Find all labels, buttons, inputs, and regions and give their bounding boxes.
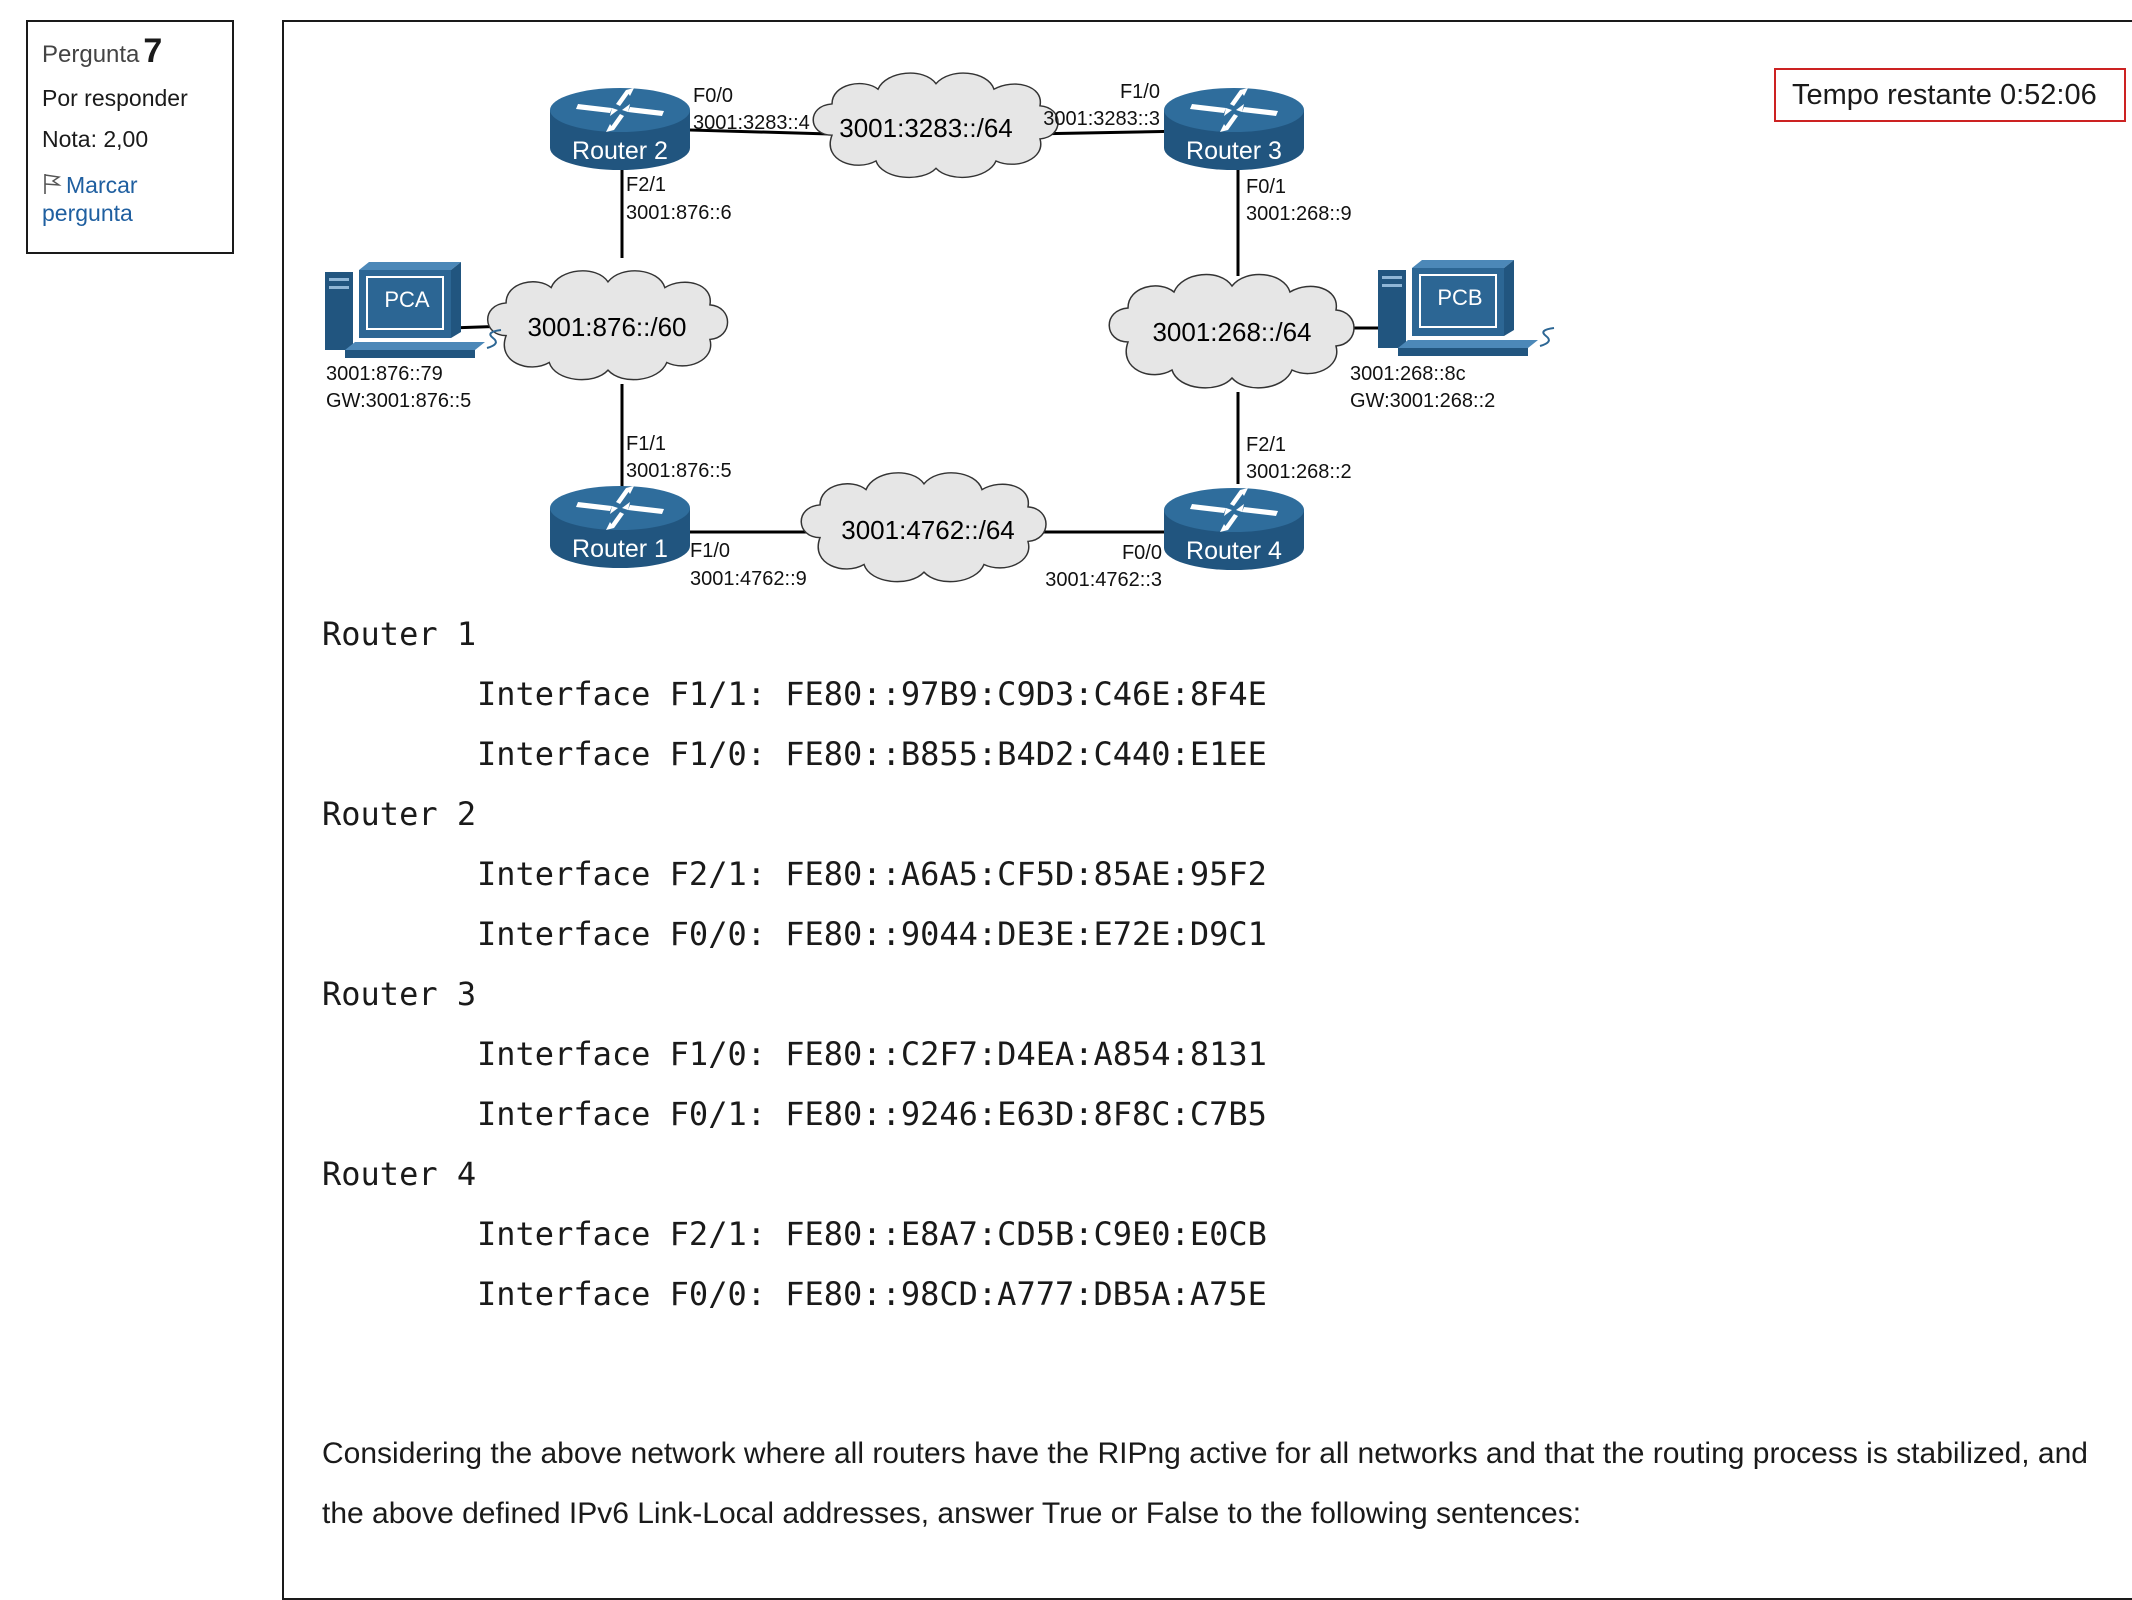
- cloud-network-top-label: 3001:3283::/64: [839, 113, 1013, 143]
- r4-f00-ip: 3001:4762::3: [1045, 569, 1162, 591]
- r4-f21-name: F2/1: [1246, 434, 1286, 456]
- router-4-interface-1: Interface F2/1: FE80::E8A7:CD5B:C9E0:E0C…: [477, 1215, 1267, 1253]
- r1-f10-name: F1/0: [690, 540, 730, 562]
- flag-icon: [44, 174, 62, 194]
- router-3-interface-1: Interface F1/0: FE80::C2F7:D4EA:A854:813…: [477, 1035, 1267, 1073]
- r2-f00-ip: 3001:3283::4: [693, 112, 810, 134]
- r4-f21-ip: 3001:268::2: [1246, 461, 1352, 483]
- r3-f10-ip: 3001:3283::3: [1043, 108, 1160, 130]
- r4-f00-name: F0/0: [1122, 542, 1162, 564]
- pcb-ip: 3001:268::8c: [1350, 363, 1466, 385]
- router-3-interface-2: Interface F0/1: FE80::9246:E63D:8F8C:C7B…: [477, 1095, 1267, 1133]
- r2-f21-name: F2/1: [626, 174, 666, 196]
- router-1-label: Router 1: [572, 535, 668, 563]
- flag-question-link[interactable]: Marcar pergunta: [42, 171, 218, 227]
- question-grade: Nota: 2,00: [42, 126, 149, 152]
- r2-f00-name: F0/0: [693, 85, 733, 107]
- router-2-label: Router 2: [572, 137, 668, 165]
- question-label: Pergunta: [42, 41, 140, 68]
- router-1-interface-1: Interface F1/1: FE80::97B9:C9D3:C46E:8F4…: [477, 675, 1267, 713]
- pcb-label: PCB: [1437, 285, 1482, 310]
- router-4-heading: Router 4: [322, 1155, 477, 1193]
- r1-f11-name: F1/1: [626, 433, 666, 455]
- question-status: Por responder: [42, 85, 188, 111]
- r1-f11-ip: 3001:876::5: [626, 460, 732, 482]
- router-4-interface-2: Interface F0/0: FE80::98CD:A777:DB5A:A75…: [477, 1275, 1267, 1313]
- router-1-heading: Router 1: [322, 615, 477, 653]
- router-2-heading: Router 2: [322, 795, 477, 833]
- time-remaining: Tempo restante 0:52:06: [1774, 68, 2126, 122]
- router-2-interface-2: Interface F0/0: FE80::9044:DE3E:E72E:D9C…: [477, 915, 1267, 953]
- router-4-label: Router 4: [1186, 537, 1282, 565]
- cloud-network-bottom-label: 3001:4762::/64: [841, 515, 1015, 545]
- router-3-label: Router 3: [1186, 137, 1282, 165]
- pca-label: PCA: [384, 287, 430, 312]
- router-link-local-list: Router 1 Interface F1/1: FE80::97B9:C9D3…: [322, 612, 1267, 1332]
- router-1-interface-2: Interface F1/0: FE80::B855:B4D2:C440:E1E…: [477, 735, 1267, 773]
- pca-gateway: GW:3001:876::5: [326, 390, 471, 412]
- router-2-interface-1: Interface F2/1: FE80::A6A5:CF5D:85AE:95F…: [477, 855, 1267, 893]
- pca-ip: 3001:876::79: [326, 363, 443, 385]
- r1-f10-ip: 3001:4762::9: [690, 568, 807, 590]
- cloud-network-left-label: 3001:876::/60: [527, 312, 686, 342]
- cloud-network-right-label: 3001:268::/64: [1152, 317, 1311, 347]
- r2-f21-ip: 3001:876::6: [626, 202, 732, 224]
- r3-f01-ip: 3001:268::9: [1246, 203, 1352, 225]
- router-3-heading: Router 3: [322, 975, 477, 1013]
- r3-f10-name: F1/0: [1120, 81, 1160, 103]
- question-text: Considering the above network where all …: [322, 1437, 2088, 1530]
- network-diagram: 3001:3283::/64 3001:876::/60 3001:268::/…: [324, 72, 1555, 591]
- flag-label-line2: pergunta: [42, 200, 133, 226]
- question-number: 7: [143, 32, 163, 70]
- flag-label-line1: Marcar: [66, 172, 138, 198]
- r3-f01-name: F0/1: [1246, 176, 1286, 198]
- pcb-gateway: GW:3001:268::2: [1350, 390, 1495, 412]
